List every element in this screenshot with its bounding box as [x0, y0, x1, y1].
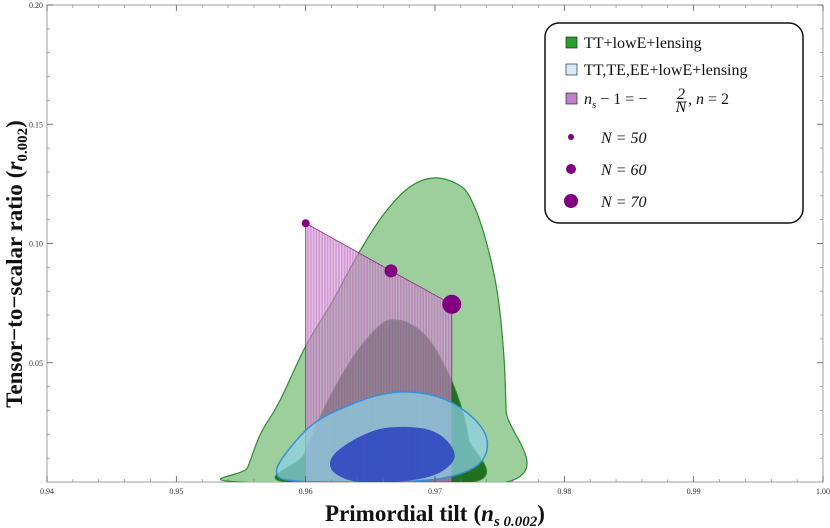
- legend-swatch-tt: [565, 36, 578, 49]
- x-axis-symbol: n: [481, 501, 494, 526]
- x-axis-title: Primordial tilt(ns 0.002): [325, 501, 545, 528]
- y-tick-label: 0.05: [29, 359, 43, 368]
- svg-text:2: 2: [677, 86, 685, 103]
- x-tick-label: 0.95: [169, 487, 183, 496]
- x-axis-title-text: Primordial tilt: [325, 501, 468, 526]
- y-axis-title-text: Tensor−to−scalar ratio: [2, 184, 27, 408]
- legend: TT+lowE+lensing TT,TE,EE+lowE+lensing ns…: [544, 22, 804, 224]
- x-tick-label: 1.00: [816, 487, 830, 496]
- legend-swatch-model: [565, 92, 578, 105]
- data-points: [301, 219, 462, 314]
- ttteee-inner-contour: [329, 426, 455, 482]
- x-axis-subscript: s 0.002: [493, 514, 538, 528]
- model-band-outline: [305, 222, 453, 482]
- y-tick-label: 0.10: [29, 240, 43, 249]
- legend-label-n70: N = 70: [600, 194, 646, 211]
- y-axis-symbol: r: [2, 161, 27, 171]
- svg-text:N: N: [675, 99, 688, 116]
- legend-swatch-ttteee: [565, 63, 578, 76]
- x-tick-label: 0.97: [428, 487, 442, 496]
- x-tick-label: 0.98: [557, 487, 571, 496]
- svg-text:ns − 1 = −: ns − 1 = −: [584, 91, 647, 111]
- y-axis-subscript: 0.002: [15, 128, 31, 162]
- legend-label-n50: N = 50: [600, 130, 646, 147]
- legend-label-tt: TT+lowE+lensing: [584, 35, 702, 52]
- x-tick-label: 0.94: [40, 487, 54, 496]
- legend-dot-n60: [566, 164, 576, 174]
- y-tick-label: 0.20: [29, 1, 43, 10]
- legend-box: [544, 22, 804, 224]
- axis-ticks: 0.94 0.95 0.96 0.97 0.98 0.99 1.00 0.05 0.10 0.15…: [29, 1, 830, 496]
- point-n70: [442, 294, 462, 314]
- legend-label-n60: N = 60: [600, 162, 646, 179]
- point-n60: [384, 264, 398, 278]
- legend-dot-n70: [564, 194, 578, 208]
- x-tick-label: 0.99: [687, 487, 701, 496]
- y-axis-title: Tensor−to−scalar ratio(r0.002): [2, 120, 31, 408]
- legend-dot-n50: [568, 134, 574, 140]
- legend-label-ttteee: TT,TE,EE+lowE+lensing: [584, 62, 748, 79]
- legend-label-model: ns − 1 = − 2 N , n = 2: [584, 86, 729, 116]
- x-tick-label: 0.96: [299, 487, 313, 496]
- svg-text:, n = 2: , n = 2: [688, 91, 729, 108]
- y-tick-label: 0.15: [29, 120, 43, 129]
- regions: [220, 177, 528, 482]
- point-n50: [301, 219, 310, 228]
